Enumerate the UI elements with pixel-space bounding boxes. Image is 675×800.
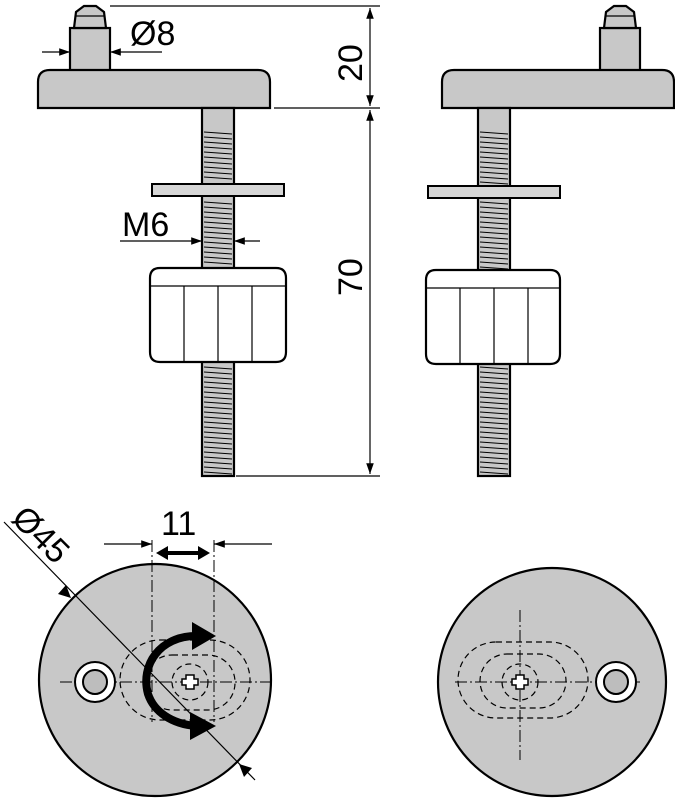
bolt-threads-right (479, 131, 509, 475)
disc-diameter-label: Ø45 (4, 499, 76, 571)
dimension-offset: 11 (104, 505, 272, 560)
side-view-right (424, 4, 675, 478)
washer-right (427, 185, 561, 199)
cap-left (36, 68, 272, 110)
rotation-arrow-icon (142, 632, 200, 730)
nut-left (148, 266, 288, 364)
washer-left (151, 183, 285, 197)
pin-diameter-label: Ø8 (130, 15, 175, 53)
phillips-cross-right (511, 674, 529, 690)
pin-height-label: 20 (332, 44, 370, 82)
dimension-bolt-length: 70 (236, 110, 380, 477)
disc-view-right (436, 566, 668, 798)
nut-right (424, 268, 562, 366)
offset-label: 11 (161, 505, 196, 543)
pin-right (598, 4, 642, 74)
phillips-cross-left (181, 674, 199, 690)
cap-right (440, 68, 675, 110)
screw-hole-right (595, 661, 637, 703)
screw-hole-left (74, 661, 116, 703)
pin-left (68, 4, 112, 74)
thread-size-label: M6 (122, 206, 169, 244)
bolt-threads-left (203, 131, 233, 475)
side-view-left (36, 4, 288, 478)
dimension-thread: M6 (120, 206, 260, 245)
dimension-height: 20 (110, 5, 380, 109)
disc-view-left (37, 540, 273, 798)
dimension-pin-diameter: Ø8 (42, 15, 175, 56)
bolt-length-label: 70 (332, 258, 370, 296)
